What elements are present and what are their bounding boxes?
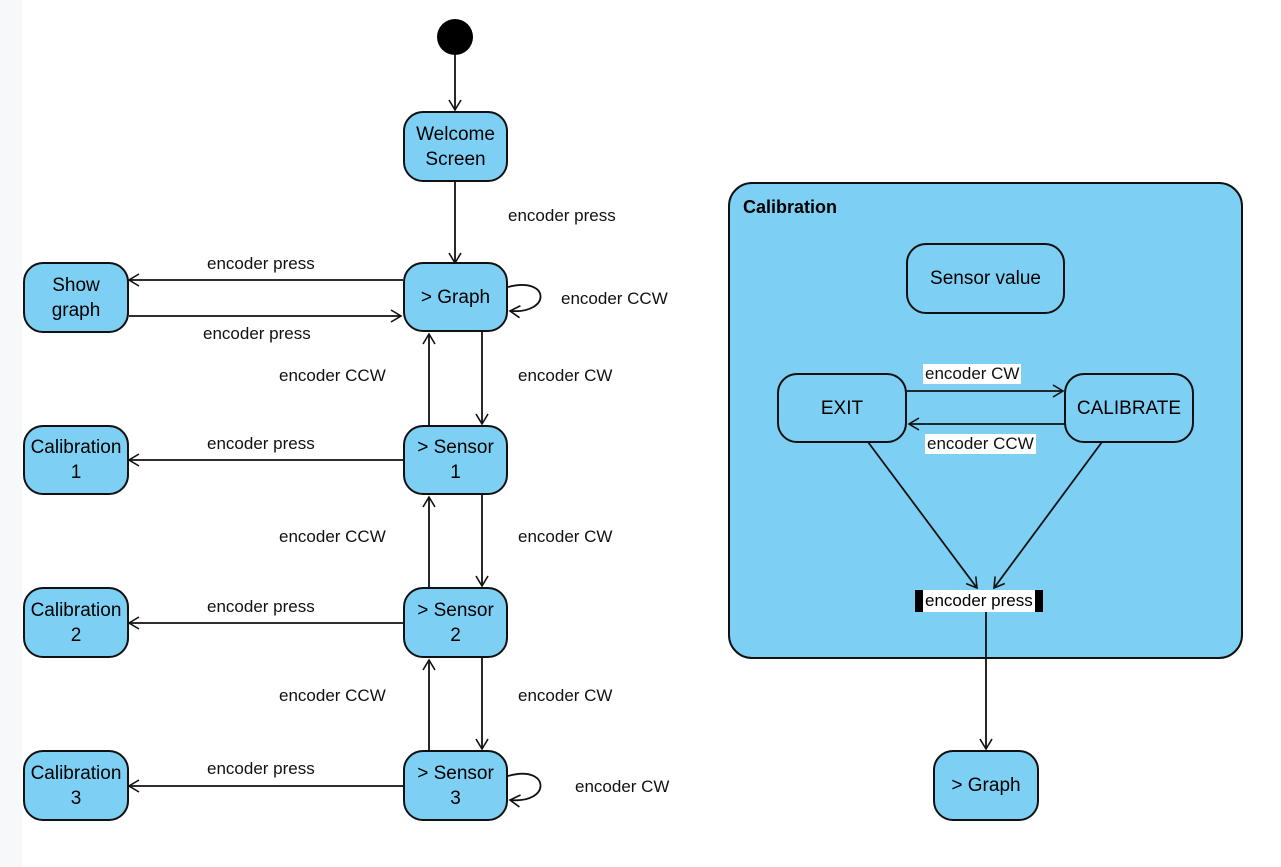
state-calibration-3: Calibration 3	[23, 750, 129, 821]
state-sensor-2: > Sensor 2	[403, 587, 508, 658]
label-s1-to-s2: encoder CW	[518, 527, 613, 546]
state-graph: > Graph	[403, 262, 508, 332]
state-graph-target: > Graph	[933, 750, 1039, 821]
initial-node	[437, 19, 473, 55]
exit-to-press-arrow	[867, 441, 978, 590]
label-s2-to-s3: encoder CW	[518, 686, 613, 705]
label-s3-to-s2: encoder CCW	[279, 686, 386, 705]
left-gutter	[0, 0, 22, 867]
label-graph-self: encoder CCW	[561, 289, 668, 308]
label-show-to-graph: encoder press	[203, 324, 311, 343]
junction-bar-left	[915, 590, 923, 612]
label-graph-to-s1: encoder CW	[518, 366, 613, 385]
state-calibrate: CALIBRATE	[1064, 373, 1194, 443]
state-show-graph: Show graph	[23, 262, 129, 333]
label-welcome-to-graph: encoder press	[508, 206, 616, 225]
state-calibration-1: Calibration 1	[23, 425, 129, 495]
encoder-press-junction: encoder press	[915, 590, 1043, 612]
label-s1-to-graph: encoder CCW	[279, 366, 386, 385]
s3-self-loop	[507, 772, 542, 808]
label-s2-to-cal2: encoder press	[207, 597, 315, 616]
label-s3-self: encoder CW	[575, 777, 670, 796]
label-encoder-press: encoder press	[923, 590, 1035, 612]
state-sensor-1: > Sensor 1	[403, 425, 508, 495]
label-s1-to-cal1: encoder press	[207, 434, 315, 453]
junction-bar-right	[1034, 590, 1043, 612]
label-graph-to-show: encoder press	[207, 254, 315, 273]
graph-self-loop	[507, 284, 542, 319]
label-s3-to-cal3: encoder press	[207, 759, 315, 778]
label-s2-to-s1: encoder CCW	[279, 527, 386, 546]
state-sensor-value: Sensor value	[906, 243, 1065, 314]
state-calibration-2: Calibration 2	[23, 587, 129, 658]
label-exit-to-calibrate: encoder CW	[923, 364, 1022, 384]
state-sensor-3: > Sensor 3	[403, 750, 508, 821]
label-calibrate-to-exit: encoder CCW	[925, 434, 1036, 454]
calibration-title: Calibration	[743, 197, 838, 217]
calibrate-to-press-arrow	[993, 441, 1103, 590]
state-exit: EXIT	[777, 373, 907, 443]
state-welcome-screen: Welcome Screen	[403, 111, 508, 182]
